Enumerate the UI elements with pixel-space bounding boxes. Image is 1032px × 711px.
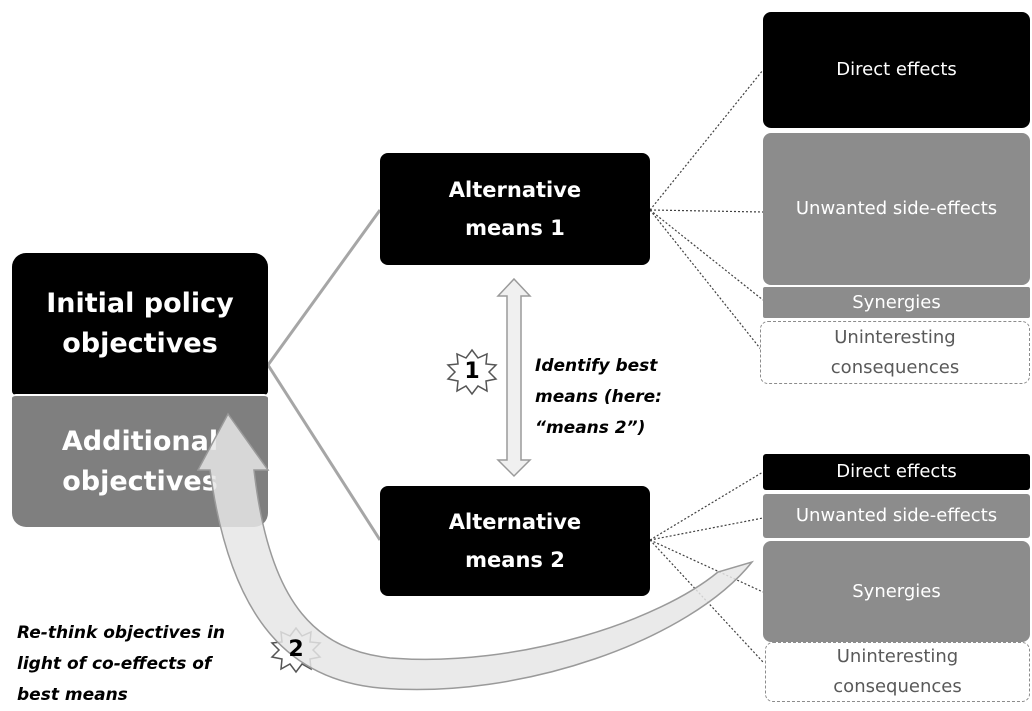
alternative-means-2-box: Alternative means 2: [380, 486, 650, 596]
additional-objectives-box: Additional objectives: [12, 394, 268, 527]
step-1-number: 1: [464, 359, 480, 384]
dotted-m1-uninteresting: [649, 209, 764, 353]
dotted-m2-uninteresting: [649, 539, 764, 663]
g2-direct-effects-label: Direct effects: [836, 461, 957, 482]
g1-uninteresting-label: Uninteresting consequences: [830, 326, 960, 378]
dotted-m2-synergies: [649, 539, 764, 593]
step-2-number: 2: [288, 637, 304, 662]
g1-synergies-label: Synergies: [852, 291, 941, 313]
g1-direct-effects-box: Direct effects: [763, 12, 1030, 128]
step-2-text: Re-think objectives in light of co-effec…: [17, 623, 226, 705]
alternative-means-1-box: Alternative means 1: [380, 153, 650, 265]
g1-uninteresting-box: Uninteresting consequences: [760, 321, 1030, 384]
star-burst-icon-1: [446, 348, 498, 396]
dotted-m2-direct: [649, 471, 764, 541]
connector-objectives-means2: [266, 364, 382, 541]
g1-direct-effects-label: Direct effects: [836, 59, 957, 80]
g2-uninteresting-box: Uninteresting consequences: [765, 642, 1030, 702]
alternative-means-1-label: Alternative means 1: [448, 178, 582, 240]
alternative-means-2-label: Alternative means 2: [448, 510, 582, 572]
g1-synergies-box: Synergies: [763, 287, 1030, 318]
g2-unwanted-box: Unwanted side-effects: [763, 494, 1030, 538]
g2-unwanted-label: Unwanted side-effects: [795, 505, 998, 526]
additional-objectives-label: Additional objectives: [61, 425, 219, 497]
initial-objectives-box: Initial policy objectives: [12, 253, 268, 395]
initial-objectives-label: Initial policy objectives: [46, 288, 234, 359]
g2-direct-effects-box: Direct effects: [763, 454, 1030, 490]
double-arrow-icon: [496, 277, 532, 478]
dotted-m1-direct: [649, 69, 764, 211]
g2-synergies-label: Synergies: [852, 580, 941, 602]
g2-uninteresting-label: Uninteresting consequences: [833, 646, 962, 697]
g2-synergies-box: Synergies: [763, 541, 1030, 642]
dotted-m1-unwanted: [649, 209, 764, 213]
step-1-text: Identify best means (here: “means 2”): [535, 356, 662, 438]
connector-objectives-means1: [266, 209, 382, 366]
g1-unwanted-label: Unwanted side-effects: [795, 198, 998, 219]
dotted-m1-synergies: [649, 209, 764, 301]
g1-unwanted-box: Unwanted side-effects: [763, 133, 1030, 285]
dotted-m2-unwanted: [649, 517, 764, 541]
